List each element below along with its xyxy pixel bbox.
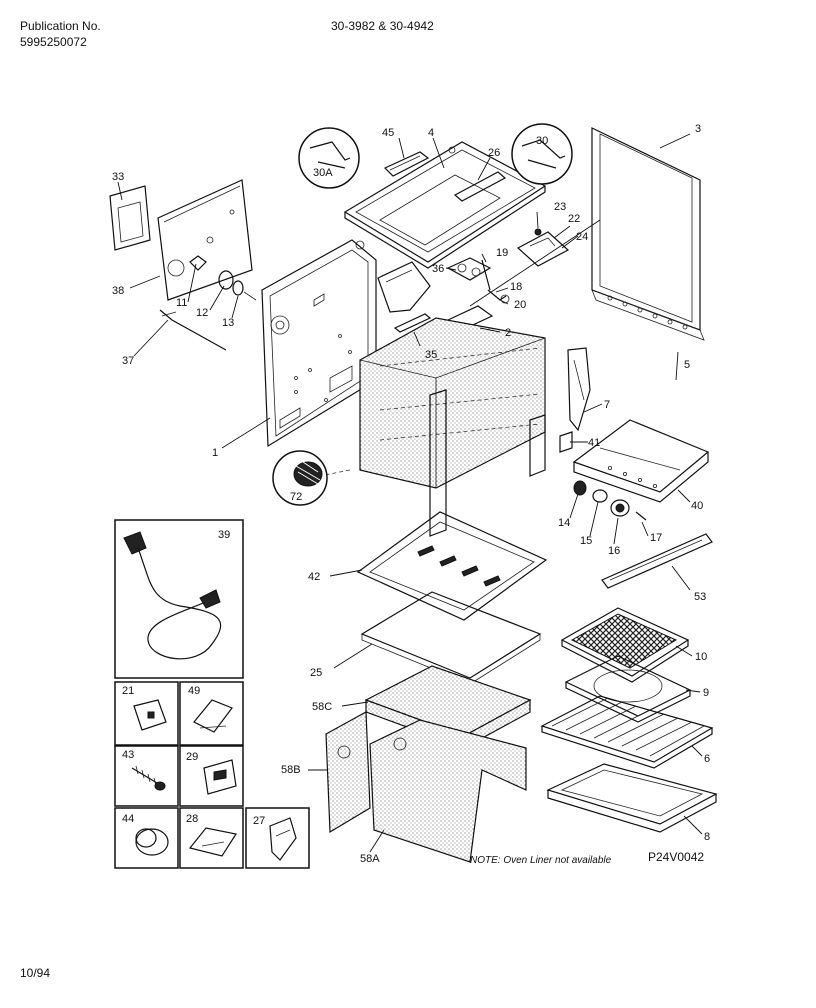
part-27-box (245, 807, 310, 869)
callout-42: 42 (308, 571, 320, 583)
callout-38: 38 (112, 285, 124, 297)
model-numbers: 30-3982 & 30-4942 (331, 19, 434, 33)
part-37-wire (159, 309, 227, 351)
part-4-top-panel (343, 141, 547, 269)
callout-25: 25 (310, 667, 322, 679)
callout-12: 12 (196, 307, 208, 319)
callout-3: 3 (695, 123, 701, 135)
part-28-box (179, 807, 244, 869)
callout-labels: 1 2 3 4 5 6 7 8 9 10 11 12 13 14 15 16 1… (112, 123, 710, 865)
callout-58a: 58A (360, 853, 380, 865)
oven-cavity (299, 317, 546, 537)
part-30-detail (511, 123, 573, 185)
part-44-box (114, 807, 179, 869)
callout-45: 45 (382, 127, 394, 139)
footer-date: 10/94 (20, 966, 51, 980)
callout-49: 49 (188, 685, 200, 697)
callout-28: 28 (186, 813, 198, 825)
callout-39: 39 (218, 529, 230, 541)
callout-5: 5 (684, 359, 690, 371)
part-21-box (114, 681, 179, 746)
part-45-bracket (383, 151, 430, 177)
callout-16: 16 (608, 545, 620, 557)
publication-label: Publication No. (20, 19, 101, 33)
part-53-trim (601, 533, 713, 589)
leader-lines (117, 133, 703, 853)
vent-duct (377, 261, 431, 313)
callout-15: 15 (580, 535, 592, 547)
diagram-code: P24V0042 (648, 850, 704, 864)
part-30a-detail (298, 127, 360, 189)
part-1-control-panel (261, 239, 377, 448)
part-26-36-components (446, 171, 507, 281)
part-25-panel (360, 591, 542, 685)
part-43-box (114, 745, 179, 807)
part-22-24-hinge (516, 228, 570, 267)
part-10-broiler-grid (560, 607, 690, 683)
callout-41: 41 (588, 437, 600, 449)
part-11-13-fasteners (189, 255, 257, 301)
callout-43: 43 (122, 749, 134, 761)
callout-29: 29 (186, 751, 198, 763)
part-42-bottom-panel (356, 511, 548, 621)
callout-21: 21 (122, 685, 134, 697)
callout-30: 30 (536, 135, 548, 147)
callout-27: 27 (253, 815, 265, 827)
part-41-clip (559, 431, 573, 453)
callout-36: 36 (432, 263, 444, 275)
callout-8: 8 (704, 831, 710, 843)
callout-9: 9 (703, 687, 709, 699)
callout-58b: 58B (281, 764, 301, 776)
part-9-broiler-pan (564, 655, 692, 723)
part-38-back-panel (157, 179, 253, 301)
publication-number: 5995250072 (20, 35, 87, 49)
part-40-burner-box (572, 419, 710, 503)
callout-58c: 58C (312, 701, 332, 713)
part-8-drawer-liner (546, 763, 718, 833)
callout-24: 24 (576, 231, 588, 243)
callout-23: 23 (554, 201, 566, 213)
callout-2: 2 (505, 327, 511, 339)
callout-40: 40 (691, 500, 703, 512)
callout-19: 19 (496, 247, 508, 259)
callout-10: 10 (695, 651, 707, 663)
callout-30a: 30A (313, 167, 333, 179)
oven-liner-note: NOTE: Oven Liner not available (470, 855, 612, 866)
callout-37: 37 (122, 355, 134, 367)
callout-7: 7 (604, 399, 610, 411)
part-39-power-cord-box (114, 519, 244, 679)
callout-72: 72 (290, 491, 302, 503)
part-6-oven-rack (540, 695, 714, 769)
callout-26: 26 (488, 147, 500, 159)
callout-11: 11 (176, 297, 187, 309)
callout-13: 13 (222, 317, 234, 329)
callout-6: 6 (704, 753, 710, 765)
part-58a-insulation-wrap (369, 719, 527, 863)
part-33-terminal-block (109, 185, 151, 251)
part-29-box (179, 745, 244, 807)
part-14-17-knobs (573, 480, 647, 521)
part-7-sensor (567, 347, 591, 432)
callout-22: 22 (568, 213, 580, 225)
callout-44: 44 (122, 813, 134, 825)
part-49-box (179, 681, 244, 746)
part-3-door-panel (591, 127, 705, 341)
callout-35: 35 (425, 349, 437, 361)
callout-33: 33 (112, 171, 124, 183)
callout-20: 20 (514, 299, 526, 311)
callout-14: 14 (558, 517, 570, 529)
callout-17: 17 (650, 532, 662, 544)
callout-1: 1 (212, 447, 218, 459)
part-58b-insulation-side (325, 711, 371, 834)
callout-18: 18 (510, 281, 522, 293)
callout-53: 53 (694, 591, 706, 603)
callout-4: 4 (428, 127, 434, 139)
part-72-grommet (272, 450, 328, 506)
